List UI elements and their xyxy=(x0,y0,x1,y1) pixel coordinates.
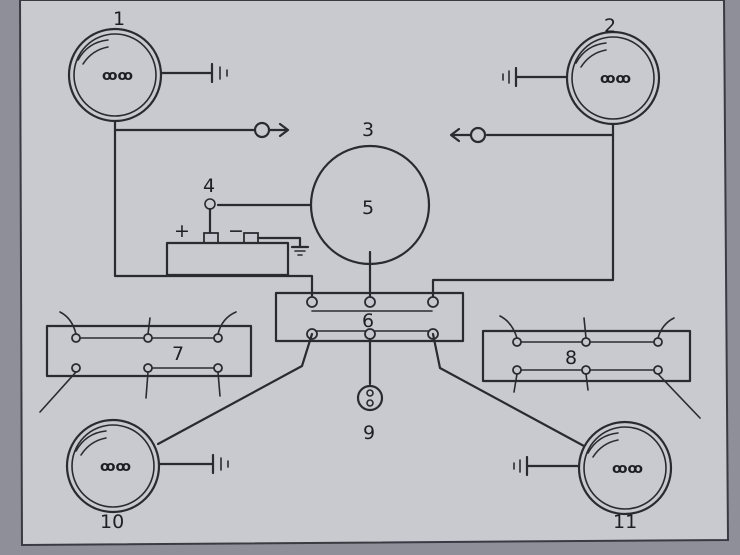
component-9 xyxy=(356,337,384,412)
connector-left xyxy=(113,121,290,139)
ground-symbol-11 xyxy=(513,455,581,477)
svg-text:ꝏꝏ: ꝏꝏ xyxy=(102,68,133,84)
headlamp-11: ꝏꝏ xyxy=(577,420,673,516)
svg-text:ꝏꝏ: ꝏꝏ xyxy=(612,461,643,477)
label-3: 3 xyxy=(362,119,374,141)
connector-right xyxy=(449,126,615,144)
label-5: 5 xyxy=(362,197,374,219)
ground-symbol-1 xyxy=(159,62,228,84)
battery-plus-label: + xyxy=(174,220,190,242)
label-2: 2 xyxy=(604,15,616,37)
battery-minus-label: − xyxy=(228,220,244,242)
headlamp-10: ꝏꝏ xyxy=(65,418,161,514)
component-5-circle xyxy=(309,144,431,266)
battery xyxy=(165,198,310,277)
headlamp-1: ꝏꝏ xyxy=(67,27,163,123)
label-7: 7 xyxy=(172,343,184,365)
ground-symbol-10 xyxy=(157,453,229,475)
label-1: 1 xyxy=(113,8,125,30)
label-6: 6 xyxy=(362,310,374,332)
label-8: 8 xyxy=(565,347,577,369)
svg-text:ꝏꝏ: ꝏꝏ xyxy=(100,459,131,475)
label-11: 11 xyxy=(613,511,637,533)
label-9: 9 xyxy=(363,422,375,444)
label-4: 4 xyxy=(203,175,215,197)
label-10: 10 xyxy=(100,511,124,533)
svg-text:ꝏꝏ: ꝏꝏ xyxy=(600,71,631,87)
block-8 xyxy=(481,315,701,419)
paper-sheet xyxy=(18,0,730,547)
lower-wiring xyxy=(156,332,586,448)
block-7 xyxy=(39,311,253,413)
ground-symbol-2 xyxy=(502,66,569,88)
